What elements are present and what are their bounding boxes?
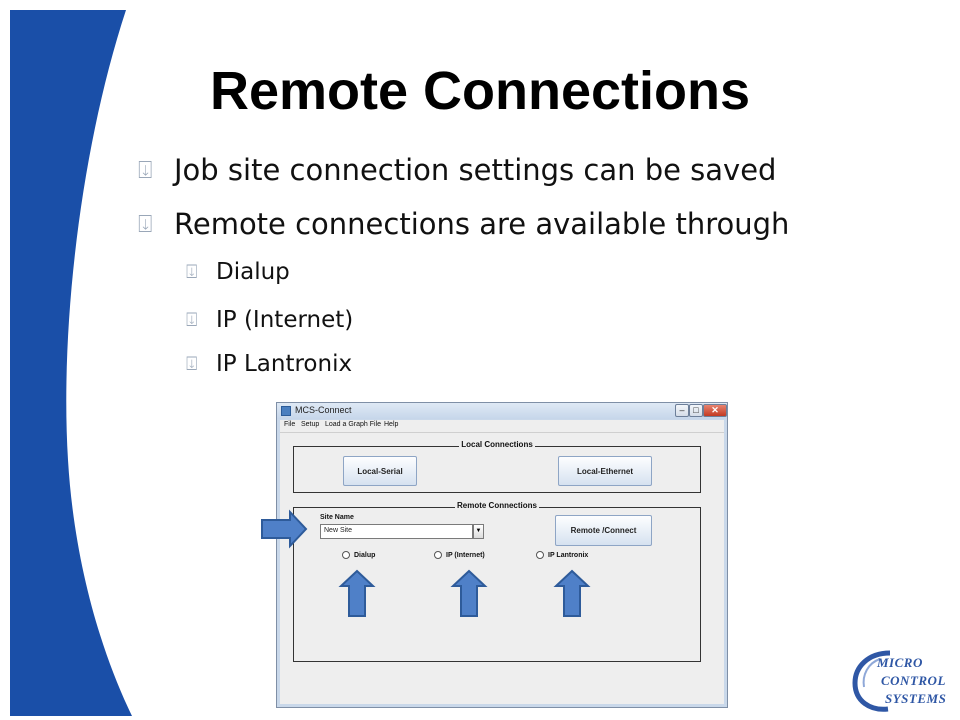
sub-bullet-text: Dialup <box>216 259 290 285</box>
bullet-mark-icon: ⍗ <box>186 309 198 331</box>
up-arrow-icon <box>553 569 591 617</box>
bullet-mark-icon: ⍗ <box>138 156 153 184</box>
local-connections-label: Local Connections <box>459 440 535 449</box>
maximize-button[interactable]: □ <box>689 404 703 417</box>
bullet-item: ⍗ Job site connection settings can be sa… <box>138 153 776 187</box>
up-arrow-icon <box>450 569 488 617</box>
logo-line: SYSTEMS <box>885 691 947 706</box>
site-name-label: Site Name <box>320 514 354 521</box>
site-name-dropdown-icon[interactable]: ▼ <box>473 524 484 539</box>
bullet-mark-icon: ⍗ <box>138 210 153 238</box>
logo-line: CONTROL <box>881 673 946 688</box>
bullet-mark-icon: ⍗ <box>186 353 198 375</box>
right-arrow-icon <box>261 509 308 549</box>
window-client-area: Local Connections Local-Serial Local-Eth… <box>280 432 724 704</box>
mcs-connect-window: MCS-Connect – □ ✕ File Setup Load a Grap… <box>276 402 728 708</box>
minimize-button[interactable]: – <box>675 404 689 417</box>
menu-setup[interactable]: Setup <box>301 421 320 428</box>
remote-connections-group: Remote Connections Site Name New Site ▼ … <box>293 501 701 662</box>
window-title: MCS-Connect <box>295 405 352 415</box>
slide-title: Remote Connections <box>209 61 751 121</box>
remote-connect-button[interactable]: Remote /Connect <box>555 515 652 546</box>
menu-file[interactable]: File <box>284 421 296 428</box>
local-serial-button[interactable]: Local-Serial <box>343 456 417 486</box>
remote-connections-label: Remote Connections <box>454 501 539 510</box>
bullet-text: Remote connections are available through <box>174 207 790 241</box>
up-arrow-icon <box>338 569 376 617</box>
menu-help[interactable]: Help <box>384 421 399 428</box>
radio-ip-lantronix[interactable]: IP Lantronix <box>536 551 588 559</box>
site-name-input[interactable]: New Site <box>320 524 473 539</box>
logo-swirl-icon <box>852 650 891 712</box>
sub-bullet-item: ⍗ Dialup <box>186 259 290 285</box>
radio-ip-lantronix-label: IP Lantronix <box>548 551 589 559</box>
sub-bullet-text: IP (Internet) <box>216 307 354 333</box>
radio-dialup-label: Dialup <box>354 551 376 559</box>
bullet-item: ⍗ Remote connections are available throu… <box>138 207 789 241</box>
sub-bullet-item: ⍗ IP Lantronix <box>186 351 352 377</box>
app-icon <box>281 406 291 416</box>
blue-swoosh-decoration <box>0 0 132 720</box>
radio-circle-icon[interactable] <box>342 551 350 559</box>
micro-control-systems-logo: MICRO CONTROL SYSTEMS <box>850 645 955 715</box>
radio-dialup[interactable]: Dialup <box>342 551 375 559</box>
menu-bar: File Setup Load a Graph File Help <box>280 420 724 432</box>
close-button[interactable]: ✕ <box>703 404 727 417</box>
window-titlebar[interactable]: MCS-Connect – □ ✕ <box>277 403 727 419</box>
radio-circle-icon[interactable] <box>434 551 442 559</box>
local-ethernet-button[interactable]: Local-Ethernet <box>558 456 652 486</box>
menu-load-graph-file[interactable]: Load a Graph File <box>325 421 382 428</box>
radio-ip-internet-label: IP (Internet) <box>446 551 485 559</box>
bullet-text: Job site connection settings can be save… <box>174 153 777 187</box>
logo-line: MICRO <box>877 655 923 670</box>
local-connections-group: Local Connections Local-Serial Local-Eth… <box>293 440 701 493</box>
sub-bullet-text: IP Lantronix <box>216 351 353 377</box>
radio-ip-internet[interactable]: IP (Internet) <box>434 551 485 559</box>
radio-circle-icon[interactable] <box>536 551 544 559</box>
bullet-mark-icon: ⍗ <box>186 261 198 283</box>
sub-bullet-item: ⍗ IP (Internet) <box>186 307 353 333</box>
